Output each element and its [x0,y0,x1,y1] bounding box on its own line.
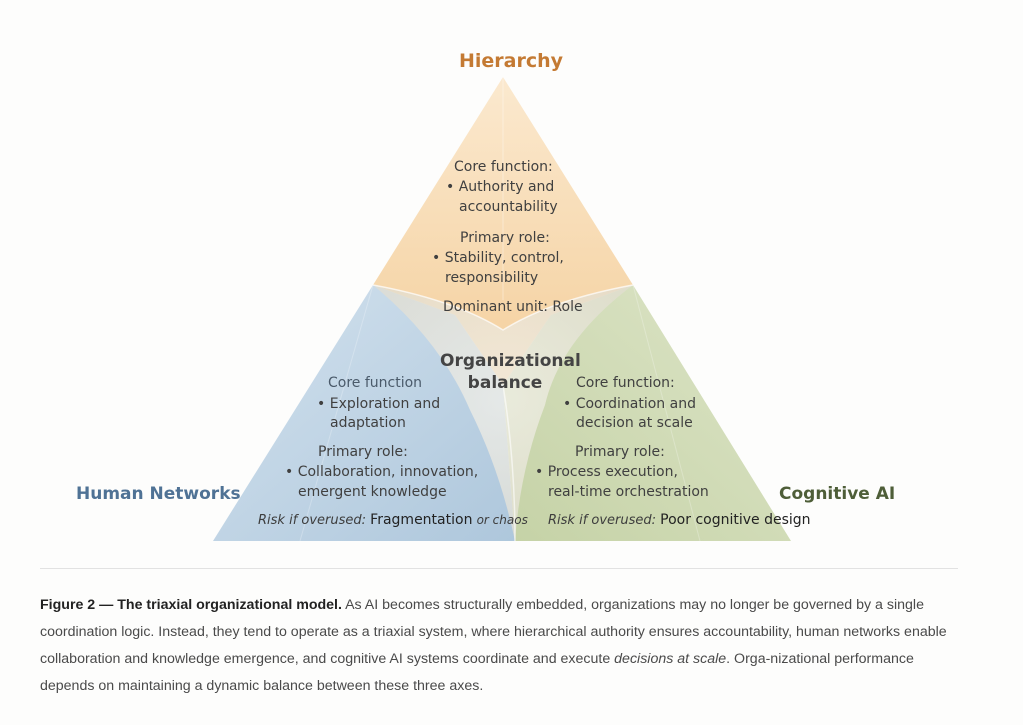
ai-role-heading: Primary role: [575,444,665,460]
cognitive-ai-region [503,285,791,541]
networks-risk: Risk if overused: Fragmentation or chaos [258,512,528,528]
hierarchy-core-heading: Core function: [454,159,553,175]
triaxial-diagram [213,77,791,542]
ai-risk: Risk if overused: Poor cognitive design [548,512,811,528]
hierarchy-core-item-cont: accountability [459,199,558,215]
networks-core-item-cont: adaptation [330,415,406,431]
hierarchy-role-item: • Stability, control, [432,250,564,266]
networks-role-item: • Collaboration, innovation, [285,464,479,480]
cognitive-ai-title: Cognitive AI [779,484,896,504]
ai-role-item-cont: real-time orchestration [548,484,709,500]
hierarchy-title: Hierarchy [459,50,564,72]
divider [40,568,958,569]
ai-core-heading: Core function: [576,375,675,391]
human-networks-title: Human Networks [76,484,241,504]
ai-core-item: • Coordination and [563,396,696,412]
hierarchy-role-heading: Primary role: [460,230,550,246]
hierarchy-core-item: • Authority and [446,179,555,195]
balance-region [373,285,633,541]
hierarchy-role-item-cont: responsibility [445,270,539,286]
networks-core-item: • Exploration and [317,396,441,412]
networks-core-heading: Core function [328,375,423,391]
networks-role-heading: Primary role: [318,444,408,460]
ai-core-item-cont: decision at scale [576,415,693,431]
ai-role-item: • Process execution, [535,464,678,480]
balance-label: Organizational balance [440,351,581,393]
hierarchy-dominant-unit: Dominant unit: Role [443,299,583,315]
networks-role-item-cont: emergent knowledge [298,484,447,500]
figure-caption: Figure 2 — The triaxial organizational m… [40,597,947,694]
